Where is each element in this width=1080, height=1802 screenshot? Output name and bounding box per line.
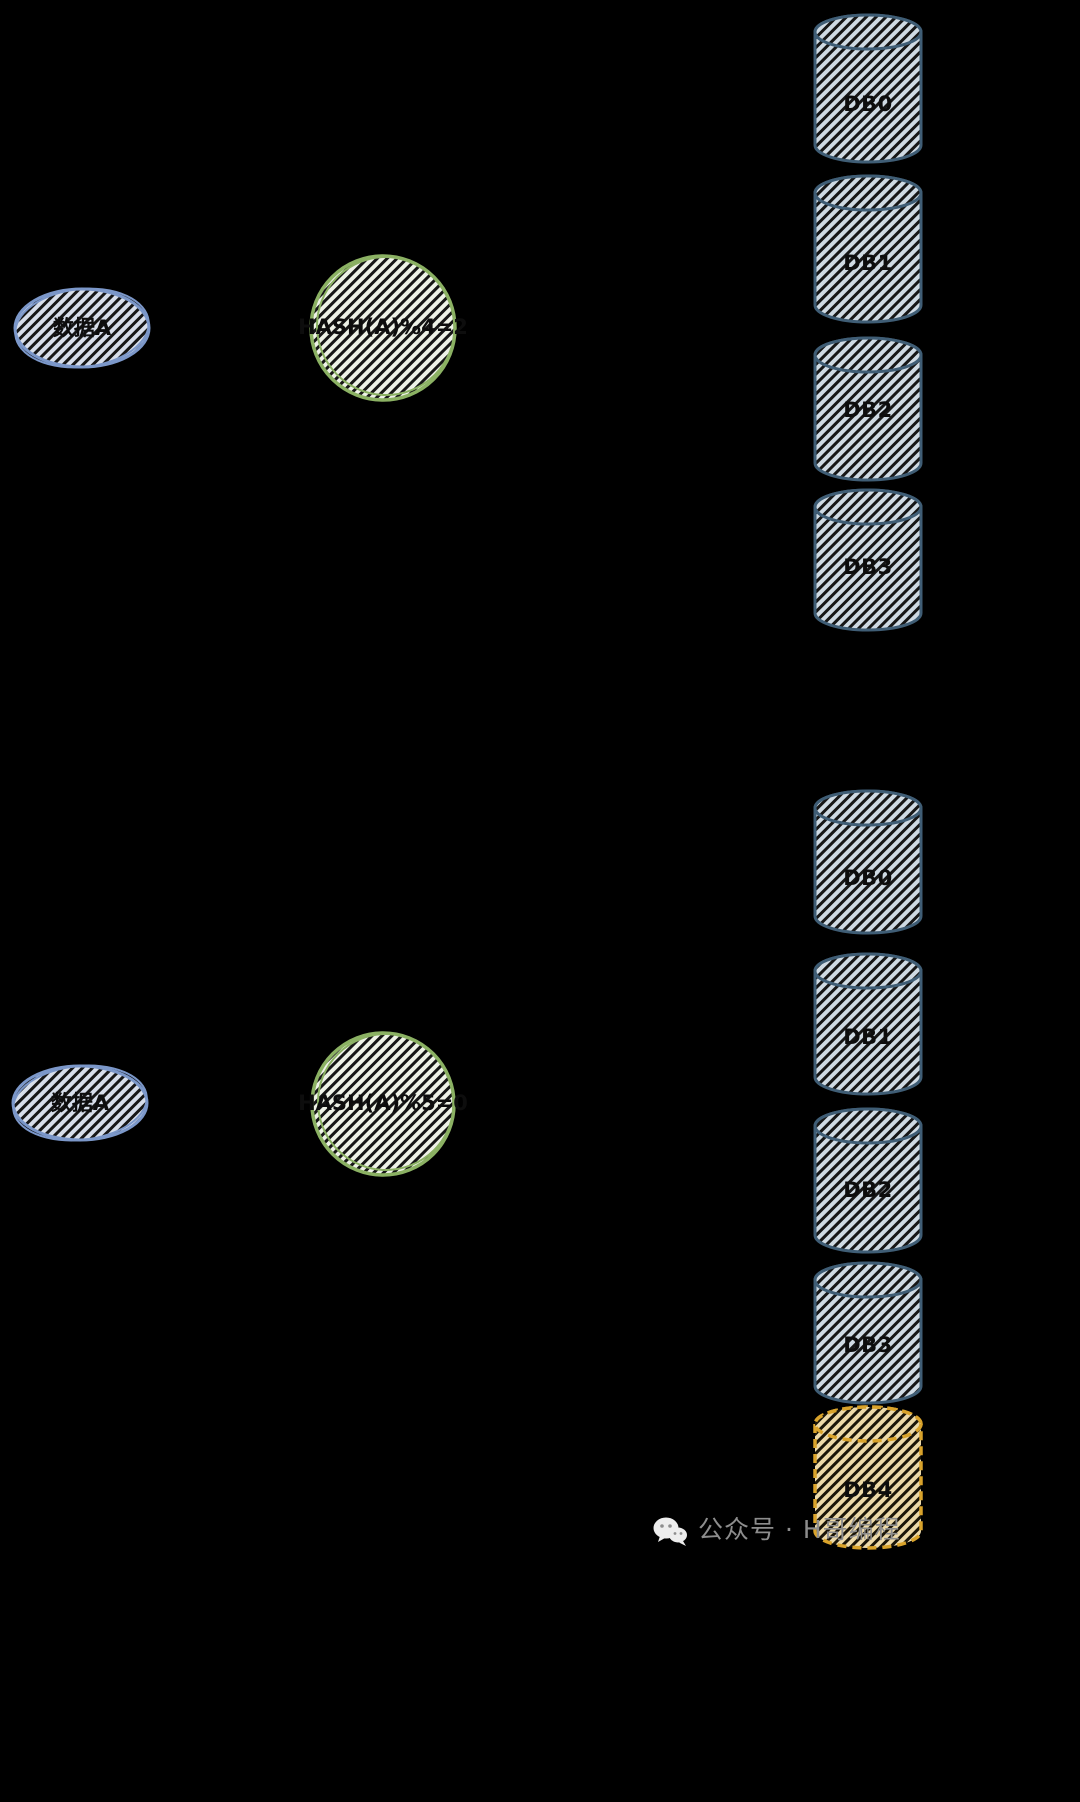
- top-hash-node-label: HASH(A)%4=2: [298, 315, 468, 339]
- bottom-db2-cylinder: [813, 1107, 923, 1254]
- bottom-data-node-label: 数据A: [50, 1091, 110, 1115]
- top-db3-cylinder: [813, 488, 923, 632]
- bottom-db3-label: DB3: [843, 1333, 893, 1357]
- bottom-db4-label: DB4: [843, 1478, 893, 1502]
- bottom-db0-label: DB0: [843, 866, 893, 890]
- bottom-db1-cylinder: [813, 952, 923, 1096]
- bottom-db0-cylinder: [813, 789, 923, 935]
- wechat-icon: [653, 1517, 687, 1546]
- bottom-hash-circle: [310, 1031, 456, 1177]
- top-hash-circle: [309, 254, 457, 402]
- bottom-db3-cylinder: [813, 1261, 923, 1405]
- top-db2-label: DB2: [843, 398, 893, 422]
- top-data-node-label: 数据A: [52, 316, 112, 340]
- bottom-data-ellipse: [11, 1064, 149, 1142]
- top-db0-cylinder: [813, 13, 923, 164]
- bottom-db4-cylinder-new: [813, 1405, 923, 1550]
- top-db0-label: DB0: [843, 92, 893, 116]
- top-db2-cylinder: [813, 336, 923, 482]
- bottom-hash-node-label: HASH(A)%5=0: [298, 1091, 468, 1115]
- bottom-db2-label: DB2: [843, 1178, 893, 1202]
- top-data-ellipse: [13, 287, 151, 369]
- top-db3-label: DB3: [843, 555, 893, 579]
- bottom-db1-label: DB1: [843, 1025, 893, 1049]
- watermark: 公众号 · H哥编程: [648, 1510, 901, 1546]
- top-db1-label: DB1: [843, 251, 893, 275]
- watermark-text: 公众号 · H哥编程: [698, 1515, 901, 1544]
- top-db1-cylinder: [813, 174, 923, 324]
